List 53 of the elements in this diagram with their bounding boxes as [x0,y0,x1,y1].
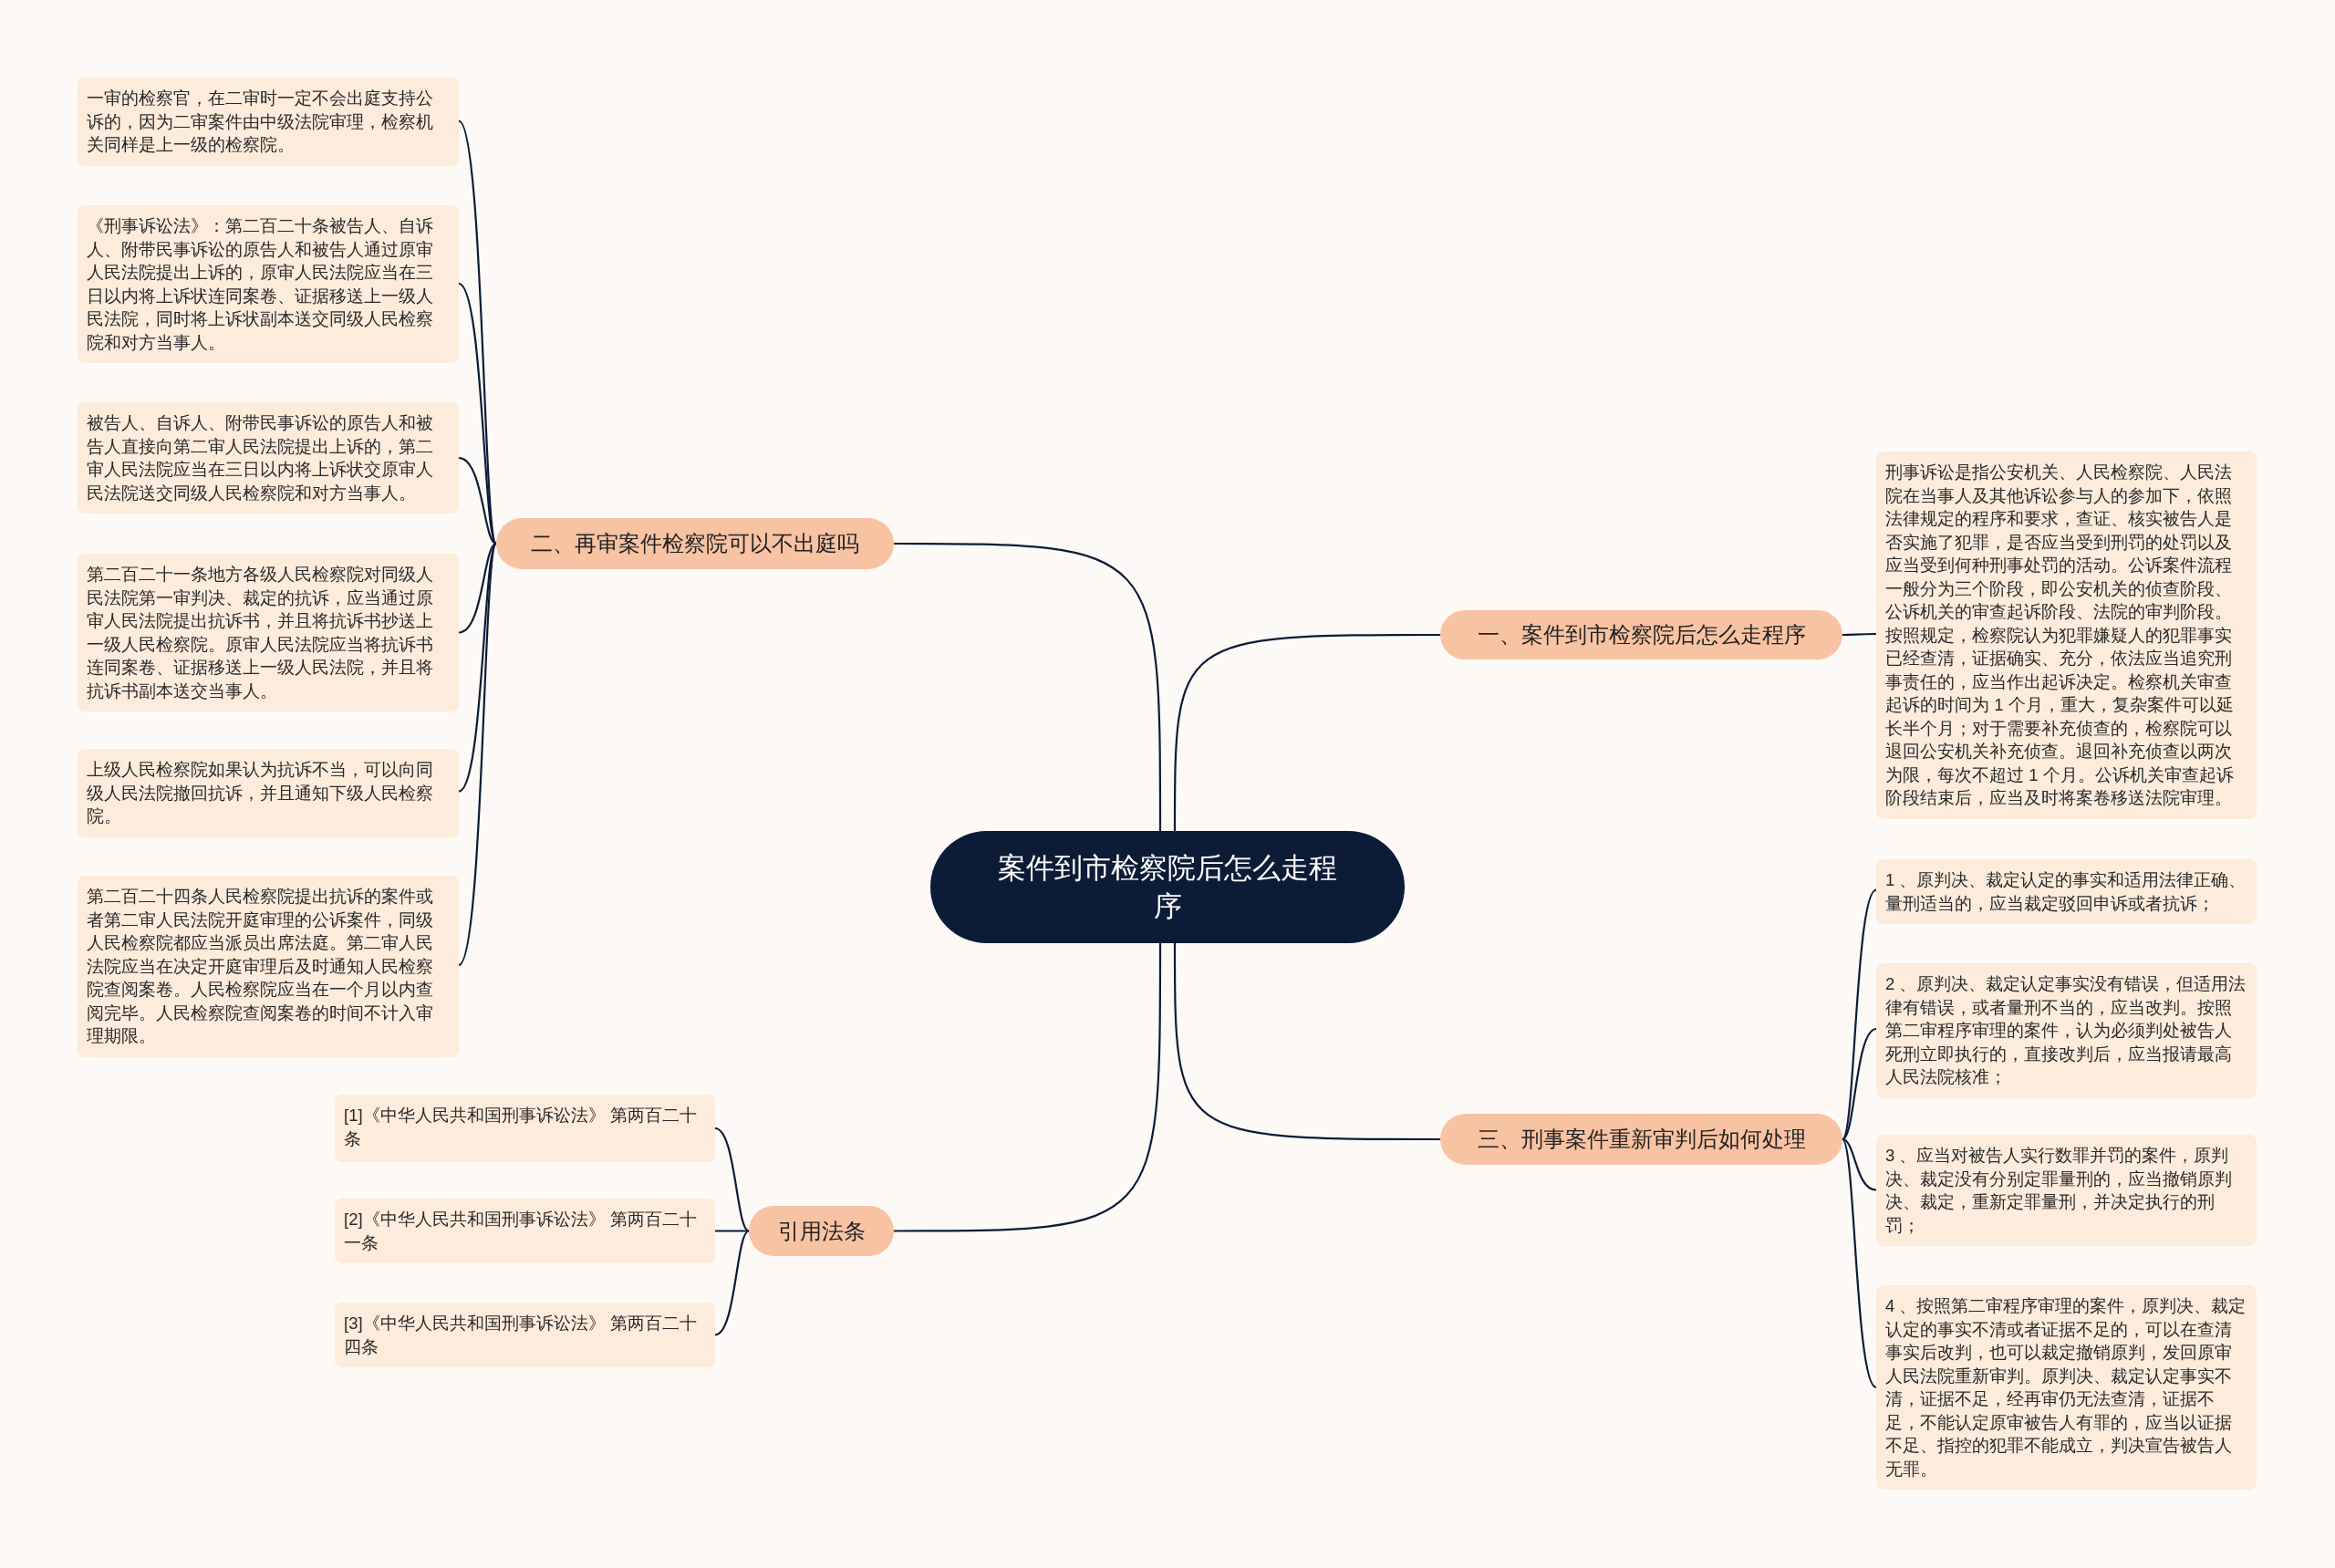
connector [458,543,497,793]
note-card [335,1095,715,1162]
note-text: 刑事诉讼是指公安机关、人民检察院、人民法院在当事人及其他诉讼参与人的参加下，依照法律规定的程序和要求，查证、核实被告人是否实施了犯罪，是否应当受到刑罚的处罚以及应当受到何种刑事处罚的活动。公诉案件流程一般分为三个阶段，即公安机关的侦查阶段、公诉机关的审查起诉阶段、法院的审判阶段。按照规定，检察院认为犯罪嫌疑人的犯罪事实已经查清，证据确实、充分，依法应当追究刑事责任的，应当作出起诉决定。检察机关审查起诉的时间为 1 个月，重大，复杂案件可以延长半个月；对于需要补充侦查的，检察院可以退回公安机关补充侦查。退回补充侦查以两次为限，每次不超过 1 个月。公诉机关审查起诉阶段结束后，应当及时将案卷移送法院审理。 [1885,462,2235,809]
branch-topic [1440,1114,1842,1165]
connector [1842,888,1877,1140]
branch-topic [1440,610,1842,659]
note-text: 4 、按照第二审程序审理的案件，原判决、裁定认定的事实不清或者证据不足的，可以在查清事实后改判，也可以裁定撤销原判，发回原审人民法院重新审判。原判决、裁定认定事实不清，证据不足，经再审仍无法查清，证据不足，不能认定原审被告人有罪的，应当以证据不足、指控的犯罪不能成立，判决宣告被告人无罪。 [1885,1295,2247,1480]
note-text: [2]《中华人民共和国刑事诉讼法》 第两百二十一条 [344,1209,698,1254]
connector [458,543,497,634]
connector [458,456,497,545]
note-card [1876,1135,2257,1246]
connector [1842,1137,1877,1191]
note-card [78,78,459,166]
note-card [78,402,459,514]
connector [458,119,498,545]
note-text: [1]《中华人民共和国刑事诉讼法》 第两百二十条 [344,1105,698,1150]
note-text: 上级人民检察院如果认为抗诉不当，可以向同级人民法院撤回抗诉，并且通知下级人民检察院。 [87,759,434,827]
connector [714,1127,750,1232]
central-topic-text: 案件到市检察院后怎么走程序 [997,850,1338,924]
note-card [335,1303,715,1367]
note-text: 一审的检察官，在二审时一定不会出庭支持公诉的，因为二审案件由中级法院审理，检察机关同样是上一级的检察院。 [87,88,434,156]
branch-topic-text: 一、案件到市检察院后怎么走程序 [1477,621,1806,649]
connector [458,283,497,545]
branch-topic [496,518,894,569]
note-text: 第二百二十四条人民检察院提出抗诉的案件或者第二审人民法院开庭审理的公诉案件，同级人民检察院都应当派员出席法庭。第二审人民法院应当在决定开庭审理后及时通知人民检察院查阅案卷。人民检察院应当在一个月以内查阅完毕。人民检察院查阅案卷的时间不计入审理期限。 [87,886,434,1047]
branch-topic-text: 二、再审案件检察院可以不出庭吗 [531,530,859,557]
note-card [78,205,459,363]
connector [714,1230,750,1336]
connector [1842,1138,1877,1388]
branch-topic-text: 三、刑事案件重新审判后如何处理 [1477,1126,1806,1153]
note-card [1876,859,2257,924]
connector [1173,943,1440,1141]
note-text: 被告人、自诉人、附带民事诉讼的原告人和被告人直接向第二审人民法院提出上诉的，第二审人民法院应当在三日以内将上诉状交原审人民法院送交同级人民检察院和对方当事人。 [87,412,434,504]
note-card [78,554,459,711]
note-text: 1 、原判决、裁定认定的事实和适用法律正确、量刑适当的，应当裁定驳回申诉或者抗诉； [1885,869,2247,915]
note-text: 3 、应当对被告人实行数罪并罚的案件，原判决、裁定没有分别定罪量刑的，应当撤销原判决、裁定，重新定罪量刑，并决定执行的刑罚； [1885,1145,2233,1237]
note-text: 第二百二十一条地方各级人民检察院对同级人民法院第一审判决、裁定的抗诉，应当通过原审人民法院提出抗诉书，并且将抗诉书抄送上一级人民检察院。原审人民法院应当将抗诉书连同案卷、证据移送上一级人民法院，并且将抗诉书副本送交当事人。 [87,564,434,702]
note-text: 2 、原判决、裁定认定事实没有错误，但适用法律有错误，或者量刑不当的，应当改判。按照第二审程序审理的案件，认为必须判处被告人死刑立即执行的，直接改判后，应当报请最高人民法院核准； [1885,973,2247,1088]
connector [1842,1028,1877,1140]
branch-topic [749,1206,894,1256]
note-card [335,1199,715,1263]
note-card [78,876,459,1057]
connector [1842,632,1876,637]
branch-topic-text: 引用法条 [777,1217,866,1245]
connector [458,543,498,966]
connector [715,1230,749,1232]
connector [1173,633,1440,831]
note-text: 《刑事诉讼法》：第二百二十条被告人、自诉人、附带民事诉讼的原告人和被告人通过原审人民法院提出上诉的，原审人民法院应当在三日以内将上诉状连同案卷、证据移送上一级人民法院，同时将上诉状副本送交同级人民检察院和对方当事人。 [87,215,434,354]
note-text: [3]《中华人民共和国刑事诉讼法》 第两百二十四条 [344,1313,698,1358]
note-card [1876,963,2257,1098]
connector [894,943,1162,1232]
note-card [78,749,459,837]
connector [894,542,1162,831]
